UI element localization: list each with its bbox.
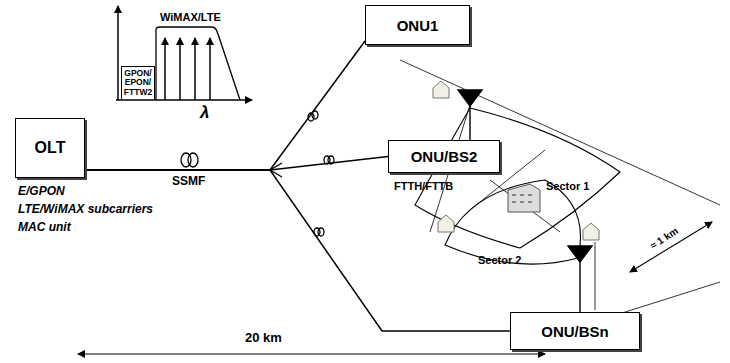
spectrum-band: GPON/ EPON/ FTTW2 (121, 66, 155, 99)
fiber-symbols (181, 111, 334, 236)
building-icon (508, 184, 540, 212)
terminal-box: OLT (15, 118, 85, 178)
fiber-link (85, 41, 365, 170)
dimension-arrows (78, 222, 712, 354)
node-text: GPON/ EPON/ FTTW2 (123, 69, 153, 97)
onu-box: ONU/BSn (510, 312, 640, 350)
spectrum-plot (116, 6, 252, 100)
link-label: FTTH/FTTB (394, 180, 453, 192)
node-text: OLT (35, 139, 66, 157)
sector-label: Sector 1 (546, 180, 589, 192)
unit-label: LTE/WiMAX subcarriers (18, 202, 153, 216)
node-text: ONU/BS2 (411, 148, 478, 165)
node-text: ONU/BSn (541, 323, 609, 340)
onu-box: ONU/BS2 (388, 140, 500, 173)
band-label: WiMAX/LTE (160, 11, 221, 23)
fiber-label: SSMF (172, 174, 205, 188)
node-text: ONU1 (397, 17, 439, 34)
sector-label: Sector 2 (478, 254, 521, 266)
unit-label: MAC unit (18, 220, 71, 234)
onu-box: ONU1 (365, 5, 470, 45)
fiber-link (85, 170, 510, 331)
dimension-label: ≈ 1 km (648, 225, 680, 251)
antenna-symbol (458, 90, 592, 312)
axis-label: λ (200, 103, 209, 123)
fiber-link (85, 157, 388, 171)
dimension-label: 20 km (245, 330, 282, 345)
unit-label: E/GPON (18, 184, 65, 198)
